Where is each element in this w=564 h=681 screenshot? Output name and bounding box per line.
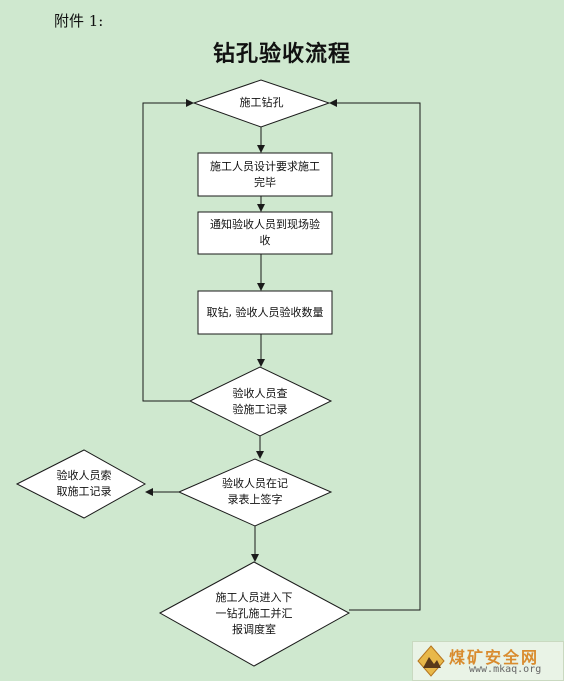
notify-label: 通知验收人员到现场验 收 [210, 218, 320, 247]
sign-diamond [177, 458, 333, 527]
measure-label: 取钻, 验收人员验收数量 [206, 305, 324, 319]
loop-next-to-start [329, 99, 421, 611]
design-done-box [197, 152, 333, 197]
watermark-brand: 煤矿安全网 [449, 648, 540, 667]
attachment-label: 附件 1: [54, 12, 104, 30]
measure-box [197, 290, 333, 335]
next-label: 施工人员进入下 一钻孔施工并汇 报调度室 [215, 591, 293, 636]
watermark-url: www.mkaq.org [469, 664, 542, 675]
check-diamond [188, 366, 333, 437]
start-label: 施工钻孔 [239, 96, 284, 109]
next-diamond [158, 561, 351, 667]
design-done-label: 施工人员设计要求施工 完毕 [210, 159, 320, 189]
page-title: 钻孔验收流程 [212, 42, 351, 67]
sign-label: 验收人员在记 录表上签字 [222, 477, 288, 506]
check-label: 验收人员查 验施工记录 [232, 387, 288, 416]
watermark-logo: 煤矿安全网 www.mkaq.org [412, 641, 564, 681]
notify-box [197, 211, 333, 255]
fetch-record-label: 验收人员索 取施工记录 [56, 469, 112, 498]
loop-check-to-start [142, 99, 194, 402]
mountain-logo-icon [417, 645, 445, 677]
fetch-record-diamond [15, 449, 147, 519]
